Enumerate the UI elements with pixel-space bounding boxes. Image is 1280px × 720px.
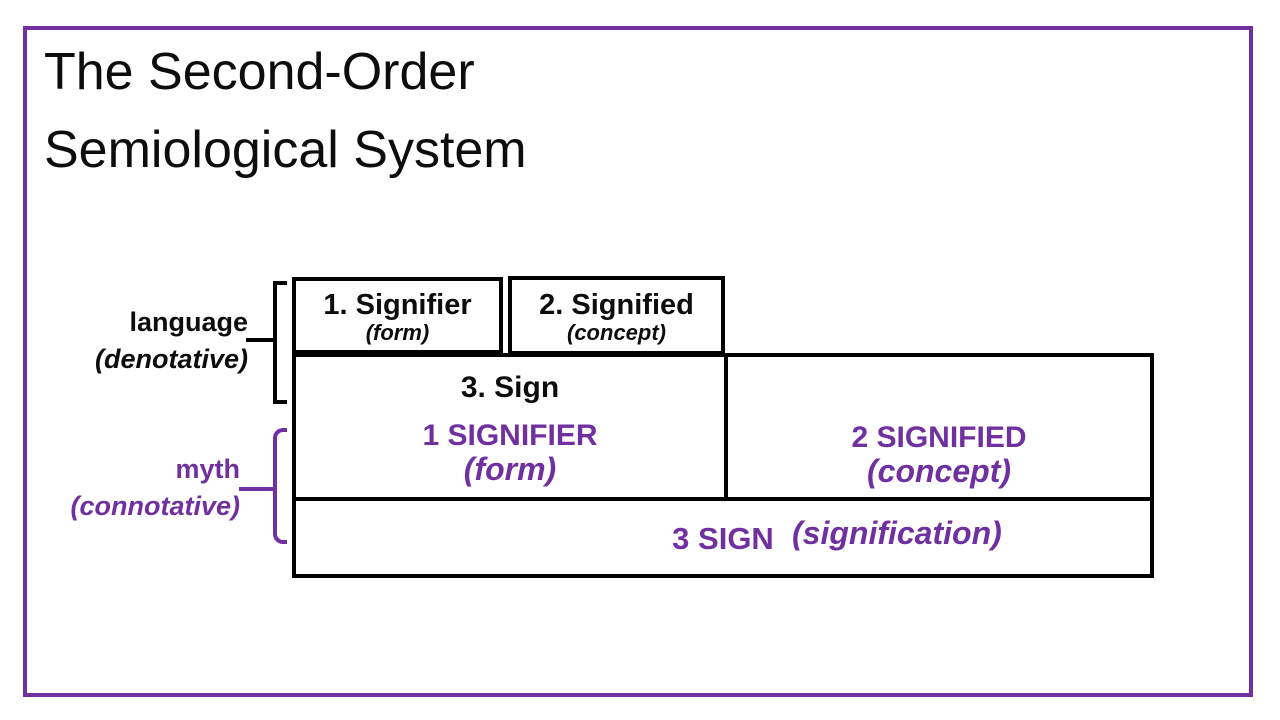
- language-label: language (denotative): [40, 304, 248, 378]
- first-order-signified-title: 2. Signified: [539, 289, 694, 321]
- second-order-sign-title: 3 SIGN: [672, 521, 774, 556]
- title-line-2: Semiological System: [44, 121, 527, 179]
- language-bracket: [273, 281, 287, 404]
- second-order-signified-cell: 2 SIGNIFIED (concept): [728, 357, 1150, 497]
- second-order-signified-sub: (concept): [867, 453, 1011, 489]
- language-label-sub: (denotative): [94, 344, 248, 374]
- language-bracket-tick: [246, 338, 273, 342]
- first-order-signified-box: 2. Signified (concept): [508, 276, 725, 355]
- second-order-signified-title: 2 SIGNIFIED: [851, 421, 1027, 454]
- language-label-name: language: [129, 307, 248, 337]
- myth-bracket-tick: [239, 487, 273, 491]
- myth-label: myth (connotative): [28, 451, 240, 525]
- second-order-signifier-sub: (form): [463, 451, 557, 487]
- first-order-signified-sub: (concept): [567, 320, 666, 345]
- vertical-divider: [724, 357, 728, 497]
- slide-title: The Second-Order Semiological System: [44, 33, 527, 189]
- first-order-signifier-sub: (form): [365, 320, 430, 345]
- title-line-1: The Second-Order: [44, 43, 475, 101]
- first-order-signifier-box: 1. Signifier (form): [292, 277, 503, 354]
- second-order-sign-sub: (signification): [792, 515, 1002, 551]
- horizontal-divider: [296, 497, 1150, 501]
- second-order-sign-cell: 3 SIGN (signification): [296, 501, 1150, 574]
- myth-bracket: [273, 428, 287, 544]
- myth-label-name: myth: [175, 454, 240, 484]
- myth-label-sub: (connotative): [70, 491, 240, 521]
- first-order-sign-title: 3. Sign: [460, 371, 560, 404]
- first-order-signifier-title: 1. Signifier: [323, 289, 472, 321]
- second-order-box: 3. Sign 1 SIGNIFIER (form) 2 SIGNIFIED (…: [292, 353, 1154, 578]
- sign-signifier-cell: 3. Sign 1 SIGNIFIER (form): [296, 357, 724, 497]
- second-order-signifier-title: 1 SIGNIFIER: [422, 419, 598, 452]
